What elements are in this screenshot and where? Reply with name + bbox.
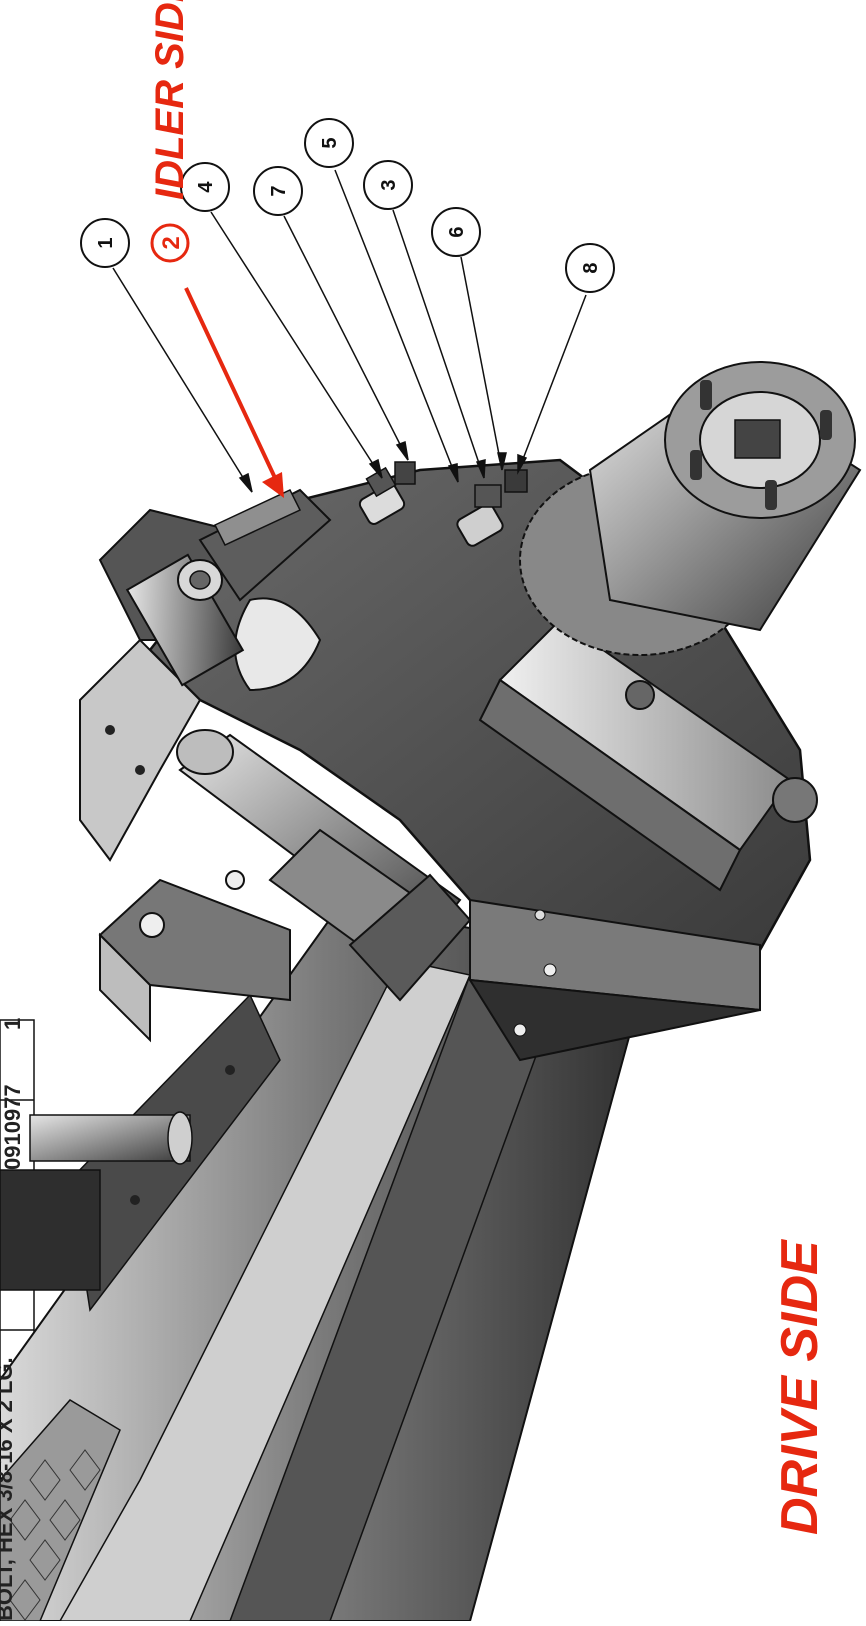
idler-side-arrow bbox=[184, 287, 284, 498]
callout-4 bbox=[180, 162, 230, 212]
callout-3 bbox=[363, 160, 413, 210]
callout-2 bbox=[150, 223, 190, 263]
clamp-assembly bbox=[79, 488, 332, 862]
callout-8-label: 8 bbox=[580, 262, 602, 273]
parts-table-qty: 1 bbox=[0, 1017, 25, 1030]
callout-6-label: 6 bbox=[446, 226, 468, 237]
parts-table-description: BOLT, HEX 3/8-16 X 2 LG. bbox=[0, 1357, 17, 1621]
parts-table-part-no: 0910977 bbox=[0, 1084, 25, 1170]
callout-7 bbox=[253, 166, 303, 216]
mount-bracket bbox=[98, 870, 291, 1043]
actuator-cylinder bbox=[176, 729, 472, 1002]
callout-1 bbox=[80, 218, 130, 268]
leader-lines bbox=[112, 169, 587, 493]
adjuster-bolts bbox=[358, 461, 528, 547]
side-box bbox=[478, 618, 818, 892]
idler-side-label: IDLER SIDE bbox=[148, 0, 192, 200]
callout-5-label: 5 bbox=[319, 137, 341, 148]
drive-motor bbox=[519, 361, 862, 710]
callout-4-label: 4 bbox=[195, 181, 217, 193]
callout-1-label: 1 bbox=[95, 237, 117, 248]
callout-6 bbox=[431, 207, 481, 257]
callout-2-label: 2 bbox=[158, 236, 185, 249]
drive-side-label: DRIVE SIDE bbox=[771, 1240, 829, 1535]
callout-8 bbox=[565, 243, 615, 293]
callout-circles bbox=[80, 118, 615, 293]
callout-3-label: 3 bbox=[378, 179, 400, 190]
callout-5 bbox=[304, 118, 354, 168]
callout-7-label: 7 bbox=[268, 185, 290, 196]
